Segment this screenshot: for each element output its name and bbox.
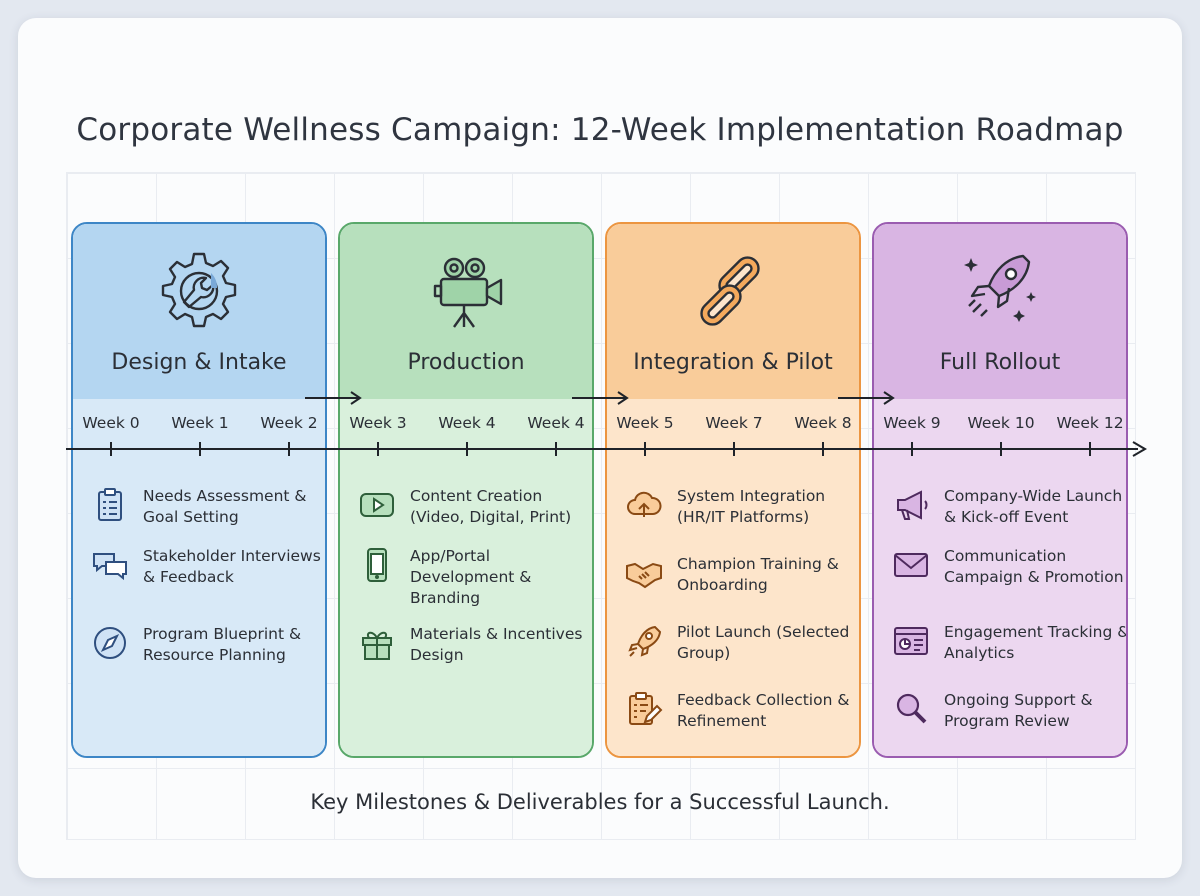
week-label: Week 0 bbox=[82, 414, 140, 432]
phase-header bbox=[340, 224, 592, 399]
phase-production: Production Content Creation (Video, Digi… bbox=[338, 222, 594, 758]
cloud-upload-icon bbox=[627, 491, 662, 517]
megaphone-icon bbox=[897, 490, 928, 520]
magnifier-icon bbox=[896, 693, 927, 724]
gift-icon bbox=[362, 631, 392, 660]
week-label: Week 1 bbox=[171, 414, 229, 432]
roadmap-title: Corporate Wellness Campaign: 12-Week Imp… bbox=[76, 112, 1124, 148]
rocket-sparkles-icon bbox=[964, 254, 1036, 322]
chain-link-icon bbox=[700, 256, 760, 326]
compass-icon bbox=[94, 627, 126, 659]
rocket-icon bbox=[628, 625, 662, 657]
phase-title: Production bbox=[407, 350, 525, 375]
week-label: Week 2 bbox=[260, 414, 318, 432]
clipboard-pencil-icon bbox=[629, 692, 663, 725]
week-label: Week 10 bbox=[967, 414, 1035, 432]
week-label: Week 3 bbox=[349, 414, 407, 432]
phase-header bbox=[874, 224, 1126, 399]
phase-integration-pilot: Integration & Pilot System Integration (… bbox=[605, 222, 861, 758]
phase-design-intake: Design & Intake Needs Assessment & Goal … bbox=[71, 222, 327, 758]
video-play-icon bbox=[360, 493, 394, 517]
week-label: Week 4 bbox=[527, 414, 585, 432]
phase-body bbox=[874, 399, 1126, 756]
week-label: Week 12 bbox=[1056, 414, 1124, 432]
gear-wrench-icon bbox=[161, 252, 237, 328]
handshake-icon bbox=[626, 562, 662, 589]
phase-title: Design & Intake bbox=[111, 350, 287, 375]
week-labels: Week 0 Week 1 Week 2 Week 3 Week 4 Week … bbox=[0, 414, 1200, 438]
smartphone-icon bbox=[367, 548, 387, 582]
week-label: Week 5 bbox=[616, 414, 674, 432]
envelope-icon bbox=[894, 553, 928, 577]
week-label: Week 9 bbox=[883, 414, 941, 432]
phase-full-rollout: Full Rollout Company-Wide Launch & Kick-… bbox=[872, 222, 1128, 758]
phase-header bbox=[607, 224, 859, 399]
week-label: Week 7 bbox=[705, 414, 763, 432]
roadmap-footer: Key Milestones & Deliverables for a Succ… bbox=[310, 790, 890, 814]
phase-transition-arrow bbox=[572, 391, 629, 405]
week-label: Week 8 bbox=[794, 414, 852, 432]
phase-body bbox=[73, 399, 325, 756]
clipboard-checklist-icon bbox=[98, 488, 122, 521]
week-label: Week 4 bbox=[438, 414, 496, 432]
phase-transition-arrow bbox=[838, 391, 895, 405]
phase-title: Integration & Pilot bbox=[633, 350, 833, 375]
film-camera-icon bbox=[433, 257, 503, 328]
analytics-dashboard-icon bbox=[894, 627, 928, 655]
chat-bubbles-icon bbox=[93, 553, 127, 581]
phase-title: Full Rollout bbox=[939, 350, 1061, 375]
phase-transition-arrow bbox=[305, 391, 362, 405]
